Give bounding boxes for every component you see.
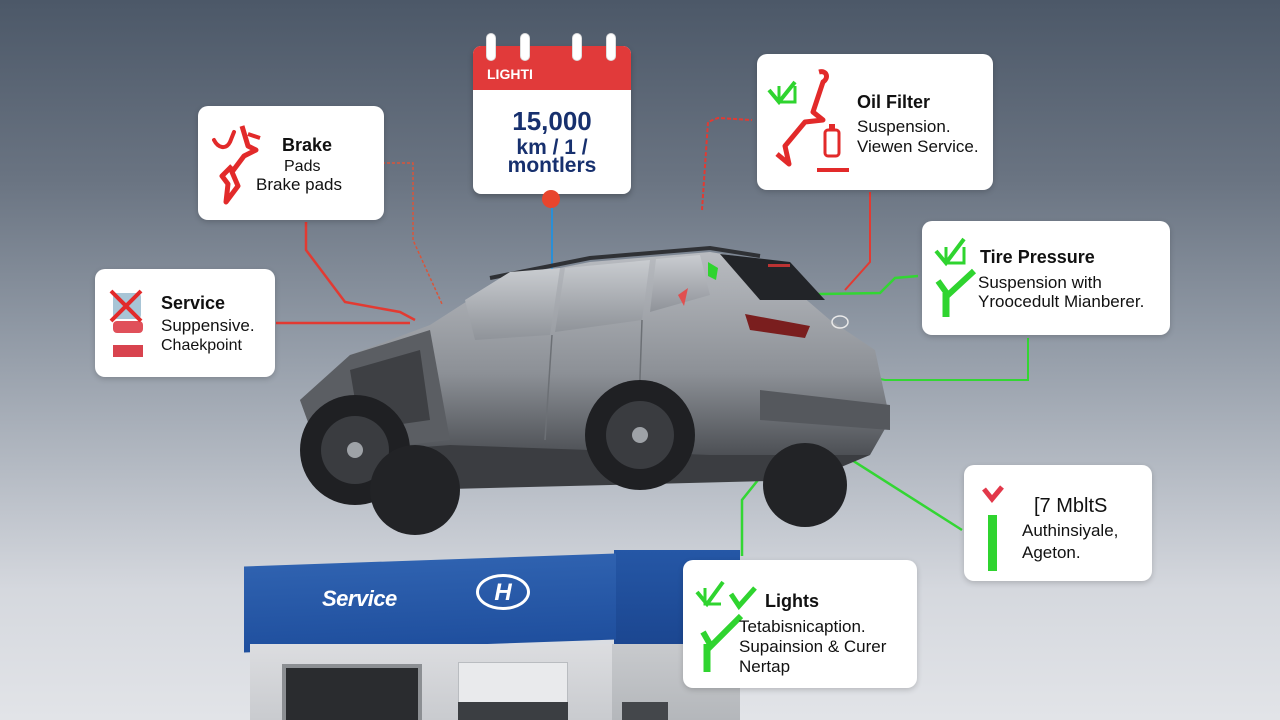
card-description-line1: Suspension. bbox=[857, 117, 951, 136]
suv-illustration bbox=[300, 245, 890, 535]
service-sign-text: Service bbox=[322, 586, 397, 611]
service-interval-calendar: LIGHTI 15,000 km / 1 / montlers bbox=[473, 34, 631, 208]
checkmark-icon bbox=[934, 237, 977, 317]
card-description-line1: Suppensive. bbox=[161, 316, 255, 335]
card-title: Service bbox=[161, 293, 226, 313]
calendar-header bbox=[473, 46, 631, 90]
calendar-ring-icon bbox=[521, 34, 529, 60]
building-side-window bbox=[622, 702, 668, 720]
calendar-header-label: LIGHTI bbox=[487, 66, 533, 82]
service-months-card: [7 MbltS Authinsiyale, Ageton. bbox=[964, 465, 1152, 581]
card-title: Lights bbox=[765, 591, 819, 611]
service-card: Service Suppensive. Chaekpoint bbox=[95, 269, 275, 377]
wrench-check-icon bbox=[212, 125, 261, 205]
card-subtitle: Pads bbox=[284, 158, 321, 175]
card-title: Tire Pressure bbox=[980, 247, 1095, 267]
tire-pressure-card: Tire Pressure Suspension with Yroocedult… bbox=[922, 221, 1170, 335]
building-window bbox=[458, 702, 568, 720]
rear-wheel bbox=[585, 380, 695, 490]
card-description-line2: Chaekpoint bbox=[161, 337, 242, 354]
card-title: Oil Filter bbox=[857, 92, 931, 112]
interval-distance: 15,000 bbox=[512, 106, 592, 136]
card-description-line2: Ageton. bbox=[1022, 543, 1081, 562]
card-description-line2: Viewen Service. bbox=[857, 137, 979, 156]
card-description-line2: Yroocedult Mianberer. bbox=[978, 292, 1145, 311]
card-description-line1: Tetabisnicaption. bbox=[739, 617, 866, 636]
calendar-pin-icon bbox=[542, 190, 560, 208]
oil-filter-icon bbox=[767, 69, 849, 172]
interval-unit: km / 1 / bbox=[516, 136, 588, 159]
card-title: Brake bbox=[282, 135, 333, 155]
service-center-building: Service bbox=[244, 550, 740, 720]
battery-x-icon bbox=[109, 289, 143, 357]
card-description-line1: Authinsiyale, bbox=[1022, 521, 1119, 540]
card-description-line2: Supainsion & Curer bbox=[739, 637, 887, 656]
calendar-ring-icon bbox=[487, 34, 495, 60]
card-description-line3: Nertap bbox=[739, 657, 791, 676]
card-description: Brake pads bbox=[256, 175, 342, 194]
card-title: [7 MbltS bbox=[1034, 495, 1108, 517]
double-check-icon bbox=[695, 580, 757, 672]
calendar-ring-icon bbox=[607, 34, 615, 60]
interval-period: montlers bbox=[507, 154, 597, 177]
service-sign bbox=[244, 553, 616, 653]
oil-filter-card: Oil Filter Suspension. Viewen Service. bbox=[757, 54, 993, 190]
card-description-line1: Suspension with bbox=[978, 273, 1102, 292]
calendar-ring-icon bbox=[573, 34, 581, 60]
gauge-check-icon bbox=[982, 485, 1004, 571]
hyundai-logo-icon bbox=[476, 574, 530, 610]
lights-card: Lights Tetabisnicaption. Supainsion & Cu… bbox=[683, 560, 917, 688]
garage-door bbox=[282, 664, 422, 720]
brake-pads-card: Brake Pads Brake pads bbox=[198, 106, 384, 220]
